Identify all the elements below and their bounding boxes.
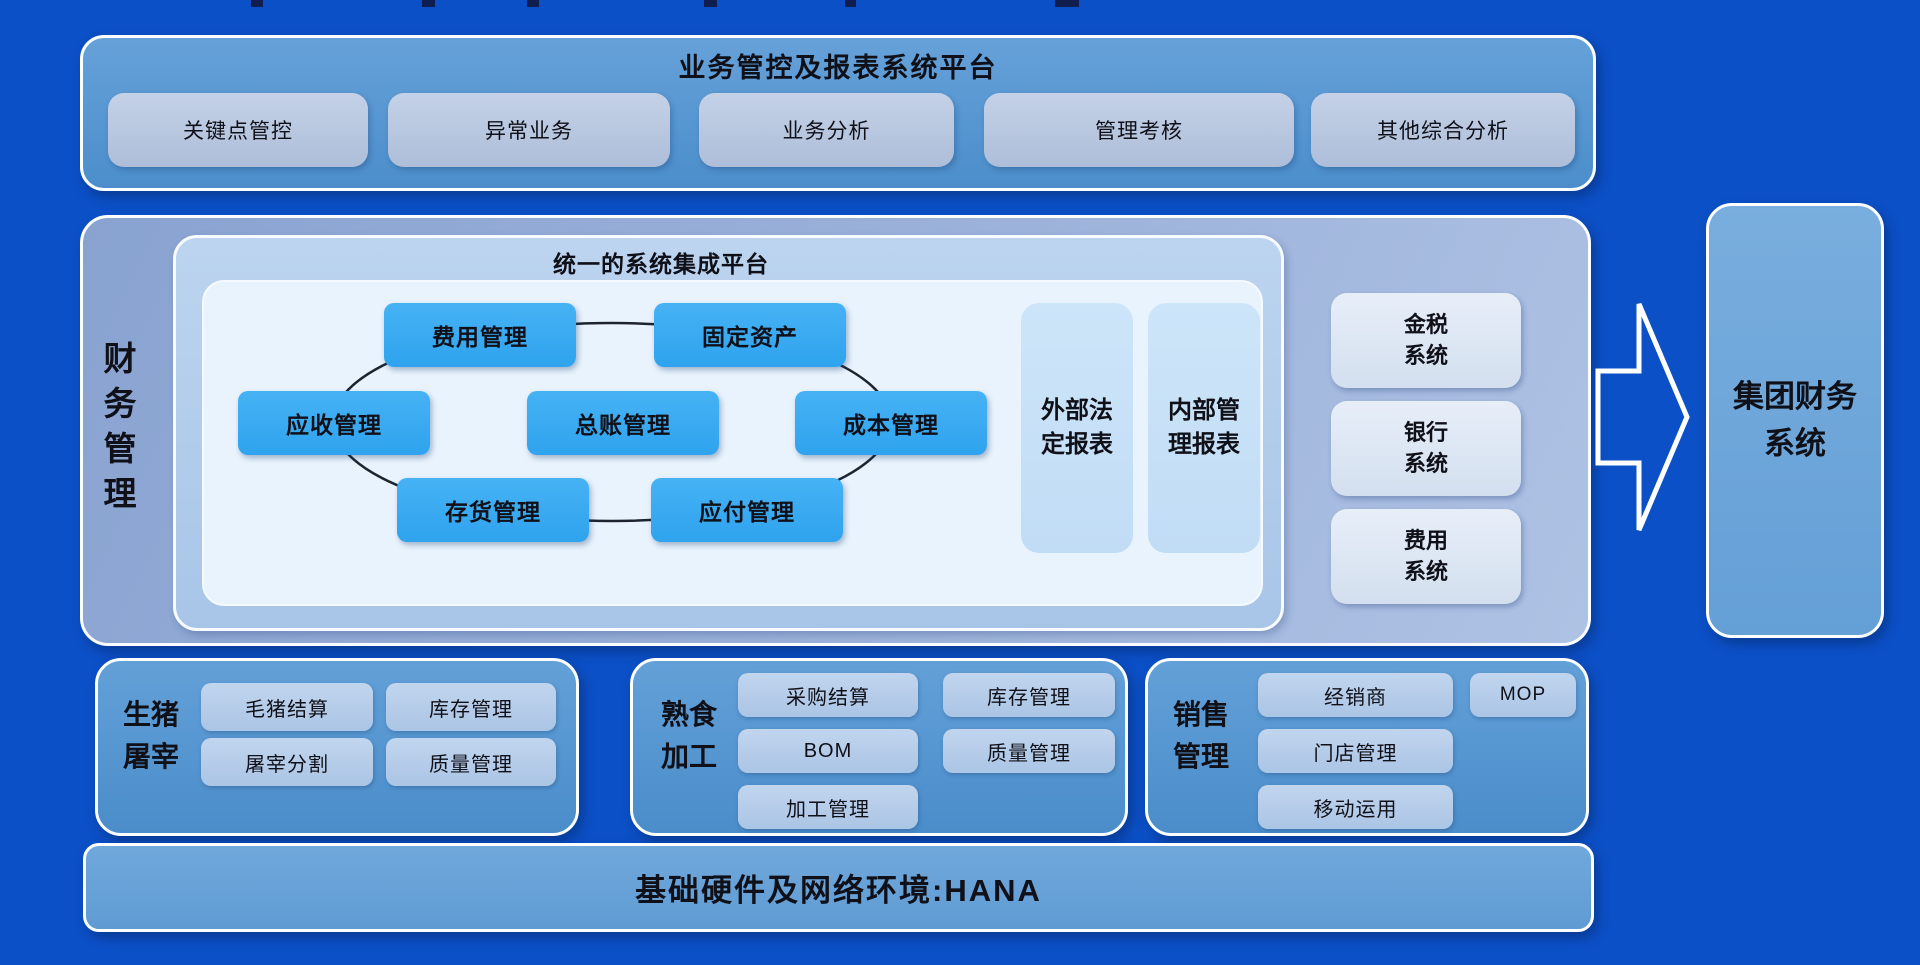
screen-artifact	[422, 0, 435, 7]
module-box-payables: 应付管理	[651, 478, 843, 542]
top-module-business-analysis: 业务分析	[699, 93, 954, 167]
bank-system-box: 银行 系统	[1331, 401, 1521, 496]
cooked-btn-purchase-settlement: 采购结算	[738, 673, 918, 717]
pig-slaughter-panel: 生猪 屠宰 毛猪结算 库存管理 屠宰分割 质量管理	[95, 658, 579, 836]
module-box-inventory: 存货管理	[397, 478, 589, 542]
integration-platform-panel: 统一的系统集成平台 费用管理 固定资产 应收管理 总账管理 成本管理 存货管理 …	[173, 235, 1284, 631]
finance-core-area: 费用管理 固定资产 应收管理 总账管理 成本管理 存货管理 应付管理 外部法 定…	[202, 280, 1263, 606]
module-box-receivables: 应收管理	[238, 391, 430, 455]
module-box-general-ledger: 总账管理	[527, 391, 719, 455]
cooked-btn-quality: 质量管理	[943, 729, 1115, 773]
pig-slaughter-label: 生猪 屠宰	[123, 699, 180, 772]
cooked-btn-bom: BOM	[738, 729, 918, 773]
cooked-food-label: 熟食 加工	[661, 699, 718, 772]
slaughter-btn-cutting: 屠宰分割	[201, 738, 373, 786]
slaughter-btn-hog-settlement: 毛猪结算	[201, 683, 373, 731]
sales-btn-mop: MOP	[1470, 673, 1576, 717]
module-box-fixed-assets: 固定资产	[654, 303, 846, 367]
golden-tax-system-box: 金税 系统	[1331, 293, 1521, 388]
business-control-platform-title: 业务管控及报表系统平台	[678, 53, 998, 83]
expense-system-box: 费用 系统	[1331, 509, 1521, 604]
external-statutory-reports-column: 外部法 定报表	[1021, 303, 1133, 553]
screen-artifact	[527, 0, 539, 7]
integration-platform-title: 统一的系统集成平台	[553, 251, 769, 277]
right-arrow-icon	[1595, 303, 1690, 531]
top-module-other-analysis: 其他综合分析	[1311, 93, 1575, 167]
finance-management-label: 财务管理	[99, 340, 136, 521]
screen-artifact	[704, 0, 717, 7]
slaughter-btn-inventory: 库存管理	[386, 683, 556, 731]
top-module-abnormal-business: 异常业务	[388, 93, 670, 167]
cooked-btn-inventory: 库存管理	[943, 673, 1115, 717]
sales-btn-store-management: 门店管理	[1258, 729, 1453, 773]
screen-artifact	[845, 0, 856, 7]
sales-management-panel: 销售 管理 经销商 MOP 门店管理 移动运用	[1145, 658, 1589, 836]
group-finance-system-box: 集团财务 系统	[1706, 203, 1884, 638]
sales-label: 销售 管理	[1173, 699, 1230, 772]
cooked-food-processing-panel: 熟食 加工 采购结算 库存管理 BOM 质量管理 加工管理	[630, 658, 1128, 836]
sales-btn-distributor: 经销商	[1258, 673, 1453, 717]
screen-artifact	[1055, 0, 1079, 7]
sales-btn-mobile-apps: 移动运用	[1258, 785, 1453, 829]
cooked-btn-processing: 加工管理	[738, 785, 918, 829]
internal-management-reports-column: 内部管 理报表	[1148, 303, 1260, 553]
infrastructure-hana-bar: 基础硬件及网络环境:HANA	[83, 843, 1594, 932]
module-box-cost: 成本管理	[795, 391, 987, 455]
business-control-platform-panel: 业务管控及报表系统平台 关键点管控 异常业务 业务分析 管理考核 其他综合分析	[80, 35, 1596, 191]
top-module-management-assessment: 管理考核	[984, 93, 1294, 167]
screen-artifact	[251, 0, 263, 7]
slaughter-btn-quality: 质量管理	[386, 738, 556, 786]
top-module-key-point-control: 关键点管控	[108, 93, 368, 167]
finance-management-panel: 财务管理 统一的系统集成平台 费用管理 固定资产 应收管理 总账管理 成本管理 …	[80, 215, 1591, 646]
module-box-expense: 费用管理	[384, 303, 576, 367]
